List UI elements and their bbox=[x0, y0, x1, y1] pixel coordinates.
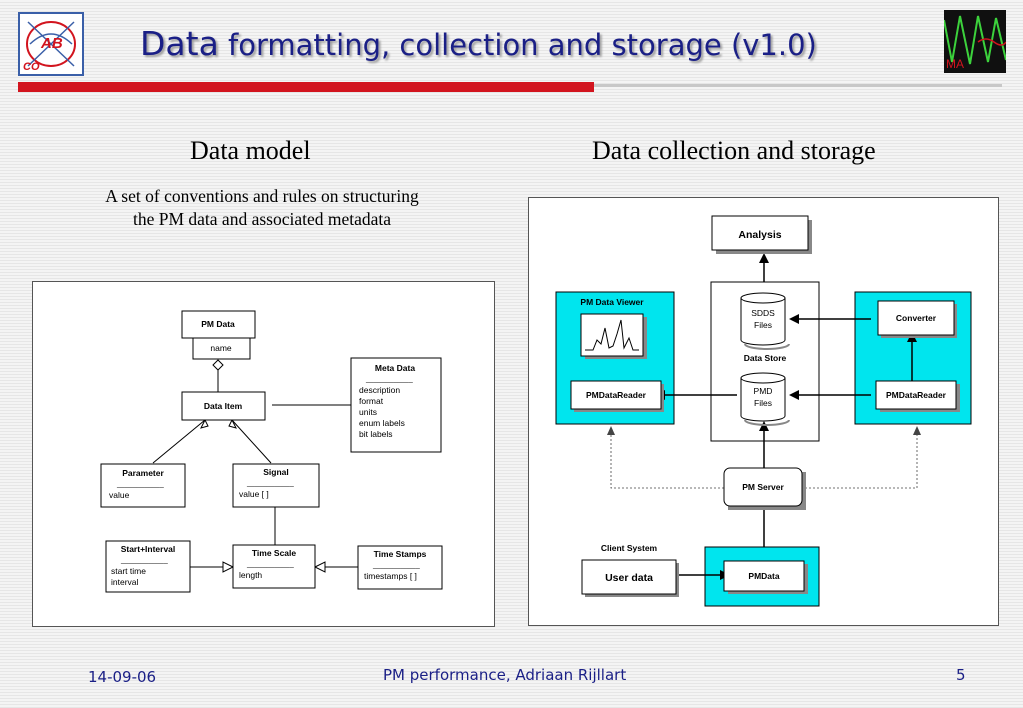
time-stamps-field: timestamps [ ] bbox=[364, 571, 417, 581]
viewer-waveform bbox=[585, 319, 639, 351]
data-collection-diagram: Analysis PM Data Viewer PMDataReader SDD… bbox=[528, 197, 999, 626]
signal-field: value [ ] bbox=[239, 489, 269, 499]
converter-box bbox=[877, 300, 955, 336]
ab-co-logo: AB CO bbox=[18, 12, 84, 76]
logo-left-text-top: AB bbox=[40, 35, 63, 52]
client-system-label: Client System bbox=[601, 543, 658, 553]
pmdata-box bbox=[723, 560, 805, 592]
ma-logo: MA bbox=[944, 10, 1006, 73]
title-underline-grey bbox=[594, 84, 1002, 87]
time-stamps-sep: ____________ bbox=[372, 562, 420, 569]
meta-data-field: bit labels bbox=[359, 429, 393, 439]
title-underline-red bbox=[18, 82, 594, 92]
data-model-diagram: PM Data name Data Item Meta Data _______… bbox=[32, 281, 495, 627]
meta-data-title: Meta Data bbox=[375, 363, 415, 373]
pmd-label-line2: Files bbox=[754, 398, 772, 408]
signal-title: Signal bbox=[263, 467, 289, 477]
sdds-label-line1: SDDS bbox=[751, 308, 775, 318]
logo-left-text-bottom: CO bbox=[23, 61, 40, 73]
analysis-label: Analysis bbox=[738, 229, 781, 241]
time-scale-field: length bbox=[239, 570, 262, 580]
start-interval-sep: ____________ bbox=[120, 557, 168, 564]
start-interval-title: Start+Interval bbox=[121, 544, 176, 554]
time-stamps-title: Time Stamps bbox=[374, 549, 427, 559]
title-rest: formatting, collection and storage (v1.0… bbox=[218, 28, 817, 62]
data-item-label: Data Item bbox=[204, 401, 243, 411]
sdds-files-cylinder bbox=[740, 292, 790, 350]
description-line-2: the PM data and associated metadata bbox=[132, 209, 392, 229]
meta-data-field: format bbox=[359, 396, 384, 406]
title-word: Data bbox=[140, 24, 219, 63]
page-number: 5 bbox=[956, 666, 966, 684]
user-data-box bbox=[581, 559, 677, 595]
footer-center: PM performance, Adriaan Rijllart bbox=[383, 666, 627, 684]
start-interval-field: start time bbox=[111, 566, 146, 576]
time-scale-title: Time Scale bbox=[252, 548, 297, 558]
pmdatareader-right-box bbox=[875, 380, 957, 410]
pm-data-field: name bbox=[210, 343, 232, 353]
page-title: Data formatting, collection and storage … bbox=[140, 24, 920, 63]
pmdata-label: PMData bbox=[748, 571, 779, 581]
description-line-1: A set of conventions and rules on struct… bbox=[105, 186, 419, 206]
pmd-files-cylinder bbox=[740, 372, 790, 426]
pm-server-box bbox=[723, 467, 803, 507]
parameter-title: Parameter bbox=[122, 468, 164, 478]
data-model-description: A set of conventions and rules on struct… bbox=[62, 185, 462, 231]
data-store-label: Data Store bbox=[744, 353, 787, 363]
start-interval-field: interval bbox=[111, 577, 139, 587]
meta-data-sep: ____________ bbox=[365, 376, 413, 383]
pmdatareader-left-box bbox=[570, 380, 662, 410]
sdds-label-line2: Files bbox=[754, 320, 772, 330]
analysis-box bbox=[711, 215, 809, 251]
converter-label: Converter bbox=[896, 313, 937, 323]
signal-sep: ____________ bbox=[246, 480, 294, 487]
pm-data-viewer-label: PM Data Viewer bbox=[580, 297, 644, 307]
parameter-field: value bbox=[109, 490, 130, 500]
user-data-label: User data bbox=[605, 572, 653, 584]
pmd-label-line1: PMD bbox=[754, 386, 773, 396]
data-collection-heading: Data collection and storage bbox=[592, 136, 876, 165]
meta-data-field: enum labels bbox=[359, 418, 405, 428]
pm-server-label: PM Server bbox=[742, 482, 784, 492]
data-model-heading: Data model bbox=[190, 136, 311, 165]
footer-date: 14-09-06 bbox=[88, 668, 157, 686]
meta-data-field: description bbox=[359, 385, 400, 395]
parameter-sep: ____________ bbox=[116, 481, 164, 488]
pm-data-title: PM Data bbox=[201, 319, 235, 329]
logo-right-text: MA bbox=[946, 57, 964, 71]
meta-data-field: units bbox=[359, 407, 377, 417]
pmdatareader-right-label: PMDataReader bbox=[886, 390, 947, 400]
pmdatareader-left-label: PMDataReader bbox=[586, 390, 647, 400]
time-scale-sep: ____________ bbox=[246, 561, 294, 568]
